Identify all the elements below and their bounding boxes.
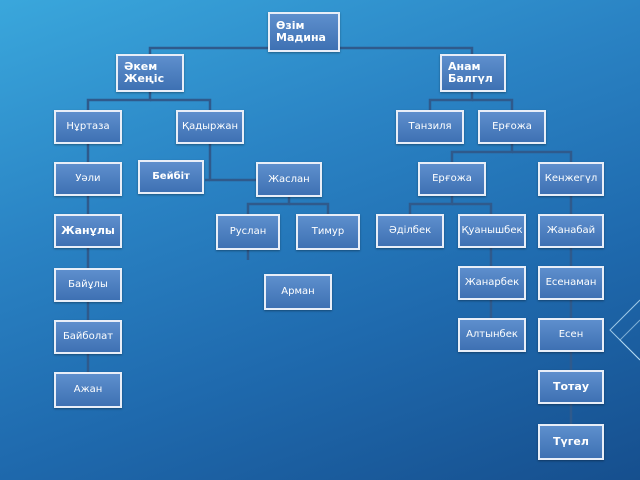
node-zhanabai: Жанабай — [538, 214, 604, 248]
node-anam: Анам Балгүл — [440, 54, 506, 92]
node-tanziya: Танзиля — [396, 110, 464, 144]
node-timur: Тимур — [296, 214, 360, 250]
node-uali: Уәли — [54, 162, 122, 196]
node-esen: Есен — [538, 318, 604, 352]
node-esenaman: Есенаман — [538, 266, 604, 300]
node-zhanuly: Жанұлы — [54, 214, 122, 248]
node-totau: Тотау — [538, 370, 604, 404]
node-ozim: Өзім Мадина — [268, 12, 340, 52]
node-azhan: Ажан — [54, 372, 122, 408]
node-ergozha-1: Ерғожа — [478, 110, 546, 144]
node-zhaslan: Жаслан — [256, 162, 322, 197]
node-altynbek: Алтынбек — [458, 318, 526, 352]
node-kenzhegul: Кенжегүл — [538, 162, 604, 196]
node-tugel: Түгел — [538, 424, 604, 460]
node-ergozha-2: Ерғожа — [418, 162, 486, 196]
corner-decoration-lines — [609, 299, 640, 361]
node-ruslan: Руслан — [216, 214, 280, 250]
node-akem: Әкем Жеңіс — [116, 54, 184, 92]
node-kuanyshbek: Қуанышбек — [458, 214, 526, 248]
node-beibit: Бейбіт — [138, 160, 204, 194]
node-nurtaza: Нұртаза — [54, 110, 122, 144]
node-arman: Арман — [264, 274, 332, 310]
node-kadyrzhan: Қадыржан — [176, 110, 244, 144]
node-adilbek: Әділбек — [376, 214, 444, 248]
node-baibolat: Байболат — [54, 320, 122, 354]
node-zhanarbek: Жанарбек — [458, 266, 526, 300]
node-baiuly: Байұлы — [54, 268, 122, 302]
